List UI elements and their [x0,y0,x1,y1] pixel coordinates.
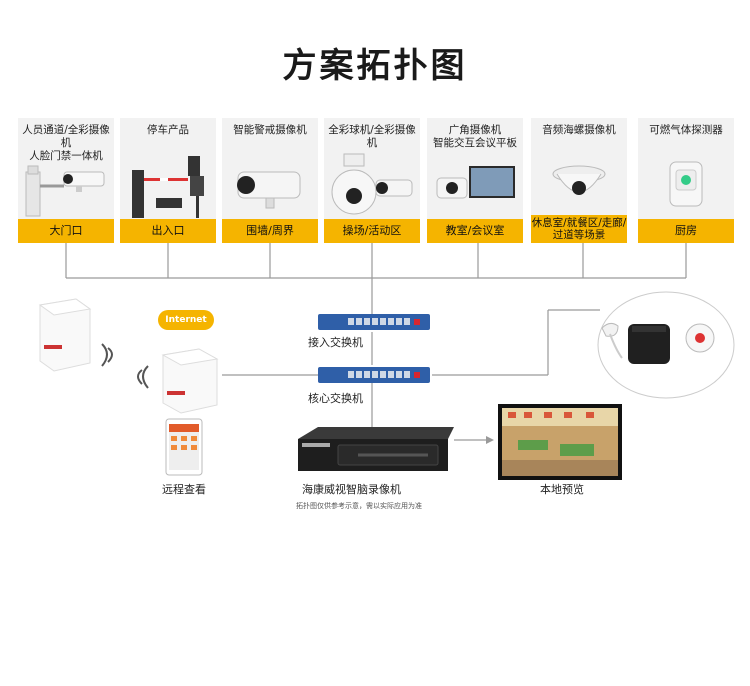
nvr-label: 海康威视智脑录像机 [302,483,401,496]
dome-camera-icon [331,153,413,215]
alarm-kit-icon [597,291,735,399]
card-perimeter: 智能警戒摄像机 围墙/周界 [222,118,318,243]
core-switch-icon [318,367,430,383]
card-title: 可燃气体探测器 [649,124,723,136]
card-label: 围墙/周界 [222,219,318,243]
access-switch-icon [318,314,430,330]
card-label: 操场/活动区 [324,219,420,243]
local-monitor-icon [498,404,622,480]
gas-detector-icon [669,161,703,207]
card-label: 厨房 [638,219,734,243]
card-title: 人员通道/全彩摄像机 人脸门禁一体机 [22,124,110,162]
card-classroom: 广角摄像机 智能交互会议平板 教室/会议室 [427,118,523,243]
card-label: 大门口 [18,219,114,243]
card-gate: 人员通道/全彩摄像机 人脸门禁一体机 大门口 [18,118,114,243]
local-preview-label: 本地预览 [540,483,584,496]
remote-view-label: 远程查看 [162,483,206,496]
card-label: 出入口 [120,219,216,243]
wifi-signal-icon [101,343,113,367]
wide-camera-panel-icon [436,166,515,199]
card-title: 智能警戒摄像机 [233,124,307,136]
footnote: 拓扑图仅供参考示意，需以实际应用为准 [296,502,422,510]
page-title: 方案拓扑图 [282,46,468,86]
card-kitchen: 可燃气体探测器 厨房 [638,118,734,243]
internet-badge: Internet [158,310,214,330]
turnstile-camera-icon [25,165,105,217]
core-switch-label: 核心交换机 [308,392,363,405]
wireless-router-icon [161,348,219,414]
turret-camera-icon [552,165,606,195]
card-lounge: 音频海螺摄像机 休息室/就餐区/走廊/过道等场景 [531,118,627,243]
wifi-signal-icon [137,365,149,389]
nvr-device-icon [298,427,454,471]
parking-barrier-icon [132,156,204,218]
wireless-router-icon [38,298,92,372]
card-label: 教室/会议室 [427,219,523,243]
access-switch-label: 接入交换机 [308,336,363,349]
card-title: 广角摄像机 智能交互会议平板 [433,124,517,149]
card-title: 停车产品 [147,124,189,136]
card-title: 音频海螺摄像机 [542,124,616,136]
card-label: 休息室/就餐区/走廊/过道等场景 [531,215,627,243]
mobile-phone-icon [165,418,203,476]
card-parking: 停车产品 出入口 [120,118,216,243]
card-playground: 全彩球机/全彩摄像机 操场/活动区 [324,118,420,243]
card-title: 全彩球机/全彩摄像机 [328,124,416,149]
bullet-camera-icon [237,171,301,209]
